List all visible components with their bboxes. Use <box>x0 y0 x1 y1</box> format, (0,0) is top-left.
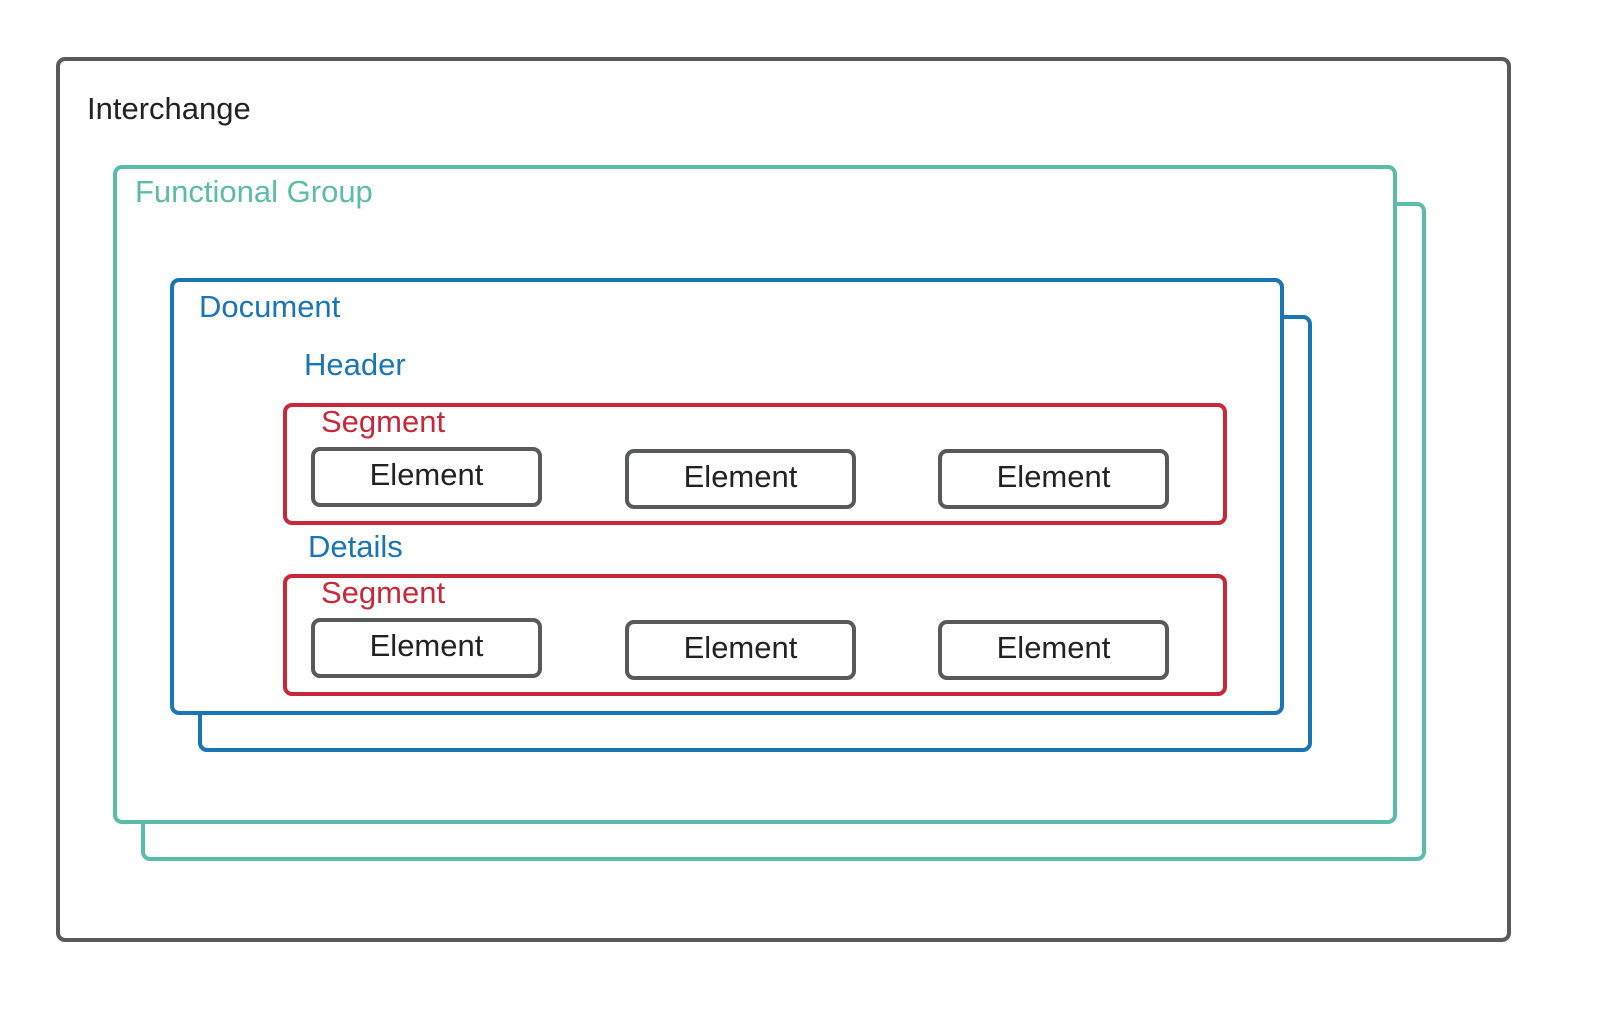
interchange-label: Interchange <box>87 91 251 126</box>
header-element-1: Element <box>311 447 542 507</box>
details-element-3: Element <box>938 620 1169 680</box>
details-element-1: Element <box>311 618 542 678</box>
header-element-3: Element <box>938 449 1169 509</box>
details-segment-label: Segment <box>321 575 446 610</box>
header-segment-label: Segment <box>321 404 446 439</box>
functional-group-label: Functional Group <box>135 174 373 209</box>
header-element-2: Element <box>625 449 856 509</box>
details-element-2: Element <box>625 620 856 680</box>
document-label: Document <box>199 289 341 324</box>
details-label: Details <box>308 529 403 564</box>
header-label: Header <box>304 347 406 382</box>
